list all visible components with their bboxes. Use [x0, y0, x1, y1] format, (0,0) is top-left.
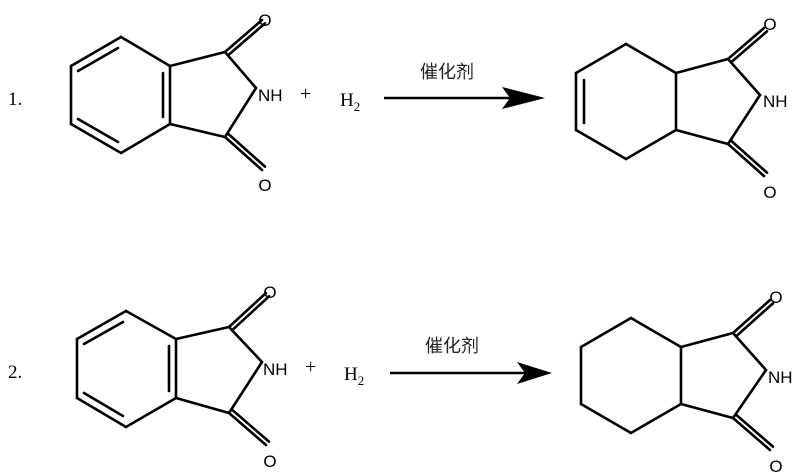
ring-bond: [679, 331, 735, 349]
nh-label: NH: [763, 92, 788, 111]
nh-label: NH: [768, 368, 793, 387]
ring-bond: [579, 402, 633, 435]
carbonyl-double-bond: [230, 408, 271, 443]
catalyst-label: 催化剂: [425, 336, 479, 357]
oxygen-label: O: [763, 183, 776, 202]
ring-bond: [119, 35, 172, 68]
oxygen-label: O: [763, 15, 776, 34]
product-hexahydrophthalimide: O O NH: [579, 288, 793, 474]
ring-bond: [731, 368, 768, 420]
carbonyl-double-bond: [734, 302, 775, 338]
ring-bond: [227, 360, 264, 415]
nh-label: NH: [258, 86, 283, 105]
double-bond-inner: [82, 391, 125, 418]
reaction-arrow-head-icon: [502, 87, 545, 109]
ring-bond: [168, 50, 227, 68]
ring-bond: [223, 86, 258, 139]
ring-bond: [624, 128, 678, 161]
carbonyl-bond: [223, 135, 264, 172]
product-tetrahydrophthalimide: O O NH: [574, 15, 788, 202]
ring-bond: [69, 122, 123, 155]
oxygen-label: O: [263, 452, 276, 471]
oxygen-label: O: [258, 11, 271, 30]
hydrogen-label: H2: [344, 364, 364, 388]
ring-bond: [574, 42, 628, 75]
ring-bond: [629, 402, 683, 435]
ring-bond: [227, 325, 264, 364]
reaction-2: 2. O O NH + H2 催化剂 O O NH: [8, 283, 793, 474]
ring-bond: [124, 396, 178, 429]
ring-bond: [119, 122, 172, 155]
reaction-number: 2.: [8, 362, 22, 383]
ring-bond: [731, 331, 768, 372]
carbonyl-double-bond: [734, 413, 775, 448]
catalyst-label: 催化剂: [420, 62, 474, 83]
ring-bond: [624, 42, 678, 75]
carbonyl-bond: [731, 416, 772, 452]
hydrogen-symbol: H: [344, 364, 358, 385]
oxygen-label: O: [258, 176, 271, 195]
double-bond-inner: [76, 117, 120, 144]
carbonyl-bond: [726, 26, 766, 61]
carbonyl-double-bond: [230, 295, 271, 332]
ring-bond: [69, 35, 123, 68]
oxygen-label: O: [263, 283, 276, 302]
ring-bond: [674, 128, 730, 146]
ring-bond: [75, 396, 128, 429]
ring-bond: [726, 57, 762, 97]
carbonyl-double-bond: [226, 22, 267, 57]
oxygen-label: O: [769, 288, 782, 307]
hydrogen-symbol: H: [340, 90, 354, 111]
ring-bond: [629, 316, 683, 349]
reactant-phthalimide: O O NH: [69, 11, 283, 195]
nh-label: NH: [263, 360, 288, 379]
ring-bond: [574, 128, 628, 161]
hydrogen-label: H2: [340, 90, 360, 114]
carbonyl-double-bond: [226, 132, 267, 168]
ring-bond: [679, 402, 735, 420]
ring-bond: [579, 316, 633, 349]
reaction-1: 1. O O NH + H2 催化剂 O O NH: [8, 11, 788, 202]
ring-bond: [223, 50, 258, 90]
ring-bond: [174, 396, 231, 415]
ring-bond: [75, 309, 128, 341]
oxygen-label: O: [769, 457, 782, 474]
plus-sign: +: [305, 356, 316, 378]
double-bond-inner: [76, 46, 120, 73]
ring-bond: [726, 93, 762, 146]
carbonyl-bond: [227, 411, 268, 447]
ring-bond: [168, 122, 227, 139]
carbonyl-bond: [726, 142, 766, 178]
carbonyl-bond: [223, 18, 264, 54]
carbonyl-bond: [731, 298, 772, 335]
plus-sign: +: [300, 83, 311, 105]
ring-bond: [124, 309, 178, 341]
carbonyl-double-bond: [729, 139, 769, 174]
hydrogen-subscript: 2: [358, 373, 365, 388]
hydrogen-subscript: 2: [354, 99, 361, 114]
carbonyl-bond: [227, 291, 268, 329]
double-bond-inner: [82, 320, 125, 346]
reaction-number: 1.: [8, 89, 22, 110]
reactant-phthalimide: O O NH: [75, 283, 288, 471]
carbonyl-double-bond: [729, 30, 769, 64]
ring-bond: [174, 325, 231, 341]
ring-bond: [674, 57, 730, 75]
reaction-arrow-head-icon: [517, 362, 552, 384]
